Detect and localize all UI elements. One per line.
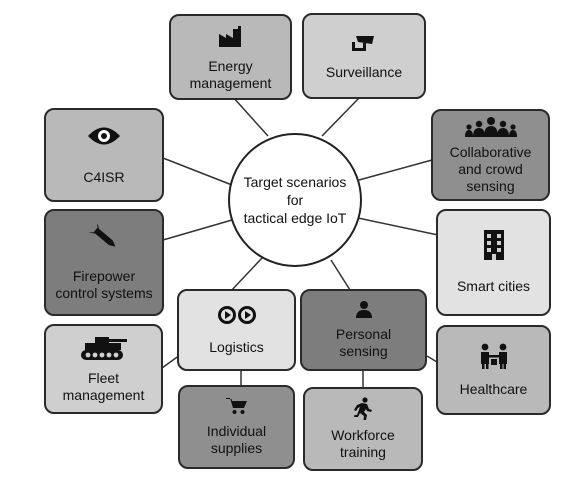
shopping-cart-icon <box>225 397 248 419</box>
node-c4isr: C4ISR <box>44 108 164 202</box>
group-of-people-icon <box>464 117 517 141</box>
node-personal-sensing: Personal sensing <box>300 289 427 371</box>
center-title: Target scenarios for tactical edge IoT <box>243 174 347 226</box>
connector-collaborative <box>358 159 433 181</box>
connector-smart-cities <box>357 217 439 236</box>
node-healthcare: Healthcare <box>436 325 551 415</box>
surveillance-label: Surveillance <box>325 63 403 80</box>
center-node: Target scenarios for tactical edge IoT <box>228 133 362 267</box>
node-surveillance: Surveillance <box>302 13 426 99</box>
node-collaborative-crowd-sensing: Collaborative and crowd sensing <box>431 109 550 201</box>
energy-label: Energy management <box>189 58 272 91</box>
connector-c4isr <box>162 157 233 186</box>
collaborative-label: Collaborative and crowd sensing <box>449 144 532 194</box>
personal-label: Personal sensing <box>335 326 392 359</box>
connector-energy <box>231 95 269 137</box>
cctv-camera-icon <box>350 32 378 58</box>
factory-icon <box>217 26 245 52</box>
patient-care-icon <box>479 343 509 373</box>
eye-icon <box>86 125 122 151</box>
node-workforce-training: Workforce training <box>303 387 423 471</box>
fleet-label: Fleet management <box>62 370 145 403</box>
smart-cities-label: Smart cities <box>456 278 531 294</box>
connector-firepower <box>162 219 233 241</box>
running-person-icon <box>352 397 374 425</box>
person-icon <box>355 300 373 322</box>
loop-arrows-icon <box>217 305 257 329</box>
missile-icon <box>88 221 119 254</box>
node-individual-supplies: Individual supplies <box>178 385 295 469</box>
c4isr-label: C4ISR <box>83 168 125 185</box>
connector-personal <box>330 259 351 291</box>
node-smart-cities: Smart cities <box>436 209 551 316</box>
node-logistics: Logistics <box>177 289 296 371</box>
workforce-label: Workforce training <box>331 427 395 460</box>
building-icon <box>482 230 506 264</box>
tank-icon <box>80 334 127 364</box>
supplies-label: Individual supplies <box>206 423 267 456</box>
connector-surveillance <box>321 96 361 137</box>
logistics-label: Logistics <box>209 338 264 355</box>
firepower-label: Firepower control systems <box>55 267 153 301</box>
node-fleet-management: Fleet management <box>44 324 163 414</box>
connector-healthcare <box>426 355 438 363</box>
node-firepower-control-systems: Firepower control systems <box>44 209 164 316</box>
healthcare-label: Healthcare <box>459 380 528 397</box>
connector-logistics <box>229 257 263 293</box>
node-energy-management: Energy management <box>169 14 292 100</box>
